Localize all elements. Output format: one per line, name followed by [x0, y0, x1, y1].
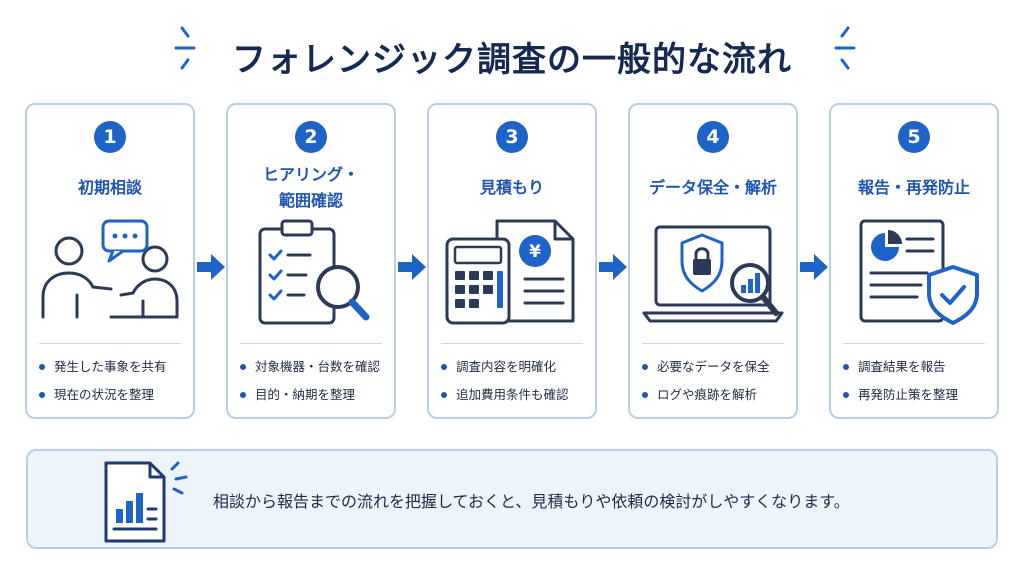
step-bullets: 対象機器・台数を確認 目的・納期を整理 — [240, 353, 390, 409]
step-title: 報告・再発防止 — [857, 178, 970, 197]
step-number: 1 — [94, 121, 126, 153]
document-chart-icon — [104, 461, 188, 543]
title-area: フォレンジック調査の一般的な流れ — [0, 22, 1024, 82]
arrow-right-icon — [398, 254, 426, 280]
bullet-item: 現在の状況を整理 — [39, 381, 189, 409]
step-card-4: 4 データ保全・解析 必要なデータを保全 ログや痕跡を解析 — [628, 103, 798, 419]
summary-note: 相談から報告までの流れを把握しておくと、見積もりや依頼の検討がしやすくなります。 — [26, 449, 998, 549]
step-bullets: 必要なデータを保全 ログや痕跡を解析 — [642, 353, 792, 409]
step-card-5: 5 報告・再発防止 調査結果を報告 再発防止策を整理 — [829, 103, 999, 419]
left-sparkle-icon — [174, 26, 196, 70]
step-card-3: 3 見積もり ¥ 調査内容を明確化 追加費用条件も確認 — [427, 103, 597, 419]
arrow-right-icon — [197, 254, 225, 280]
consultation-people-icon — [41, 219, 179, 319]
bullet-item: 対象機器・台数を確認 — [240, 353, 390, 381]
step-card-1: 1 初期相談 発生した事象を共有 現在の状況を整理 — [25, 103, 195, 419]
bullet-item: 再発防止策を整理 — [843, 381, 993, 409]
bullet-item: 必要なデータを保全 — [642, 353, 792, 381]
bullet-item: 発生した事象を共有 — [39, 353, 189, 381]
bullet-item: 目的・納期を整理 — [240, 381, 390, 409]
card-divider — [441, 343, 583, 344]
report-shield-icon — [859, 219, 979, 325]
bullet-item: 調査内容を明確化 — [441, 353, 591, 381]
process-steps: 1 初期相談 発生した事象を共有 現在の状況を整理 — [25, 103, 999, 419]
clipboard-magnifier-icon — [258, 219, 370, 325]
step-bullets: 調査結果を報告 再発防止策を整理 — [843, 353, 993, 409]
card-divider — [39, 343, 181, 344]
step-number: 2 — [295, 121, 327, 153]
bullet-item: 追加費用条件も確認 — [441, 381, 591, 409]
bullet-item: 調査結果を報告 — [843, 353, 993, 381]
step-number: 3 — [496, 121, 528, 153]
step-bullets: 発生した事象を共有 現在の状況を整理 — [39, 353, 189, 409]
step-title: ヒアリング・ 範囲確認 — [262, 165, 359, 210]
step-number: 5 — [898, 121, 930, 153]
page-title: フォレンジック調査の一般的な流れ — [232, 40, 792, 80]
step-title: 見積もり — [479, 178, 544, 197]
step-title: データ保全・解析 — [648, 178, 777, 197]
right-sparkle-icon — [834, 26, 856, 70]
card-divider — [642, 343, 784, 344]
arrow-right-icon — [599, 254, 627, 280]
calculator-invoice-icon: ¥ — [445, 219, 575, 325]
card-divider — [240, 343, 382, 344]
card-divider — [843, 343, 985, 344]
step-bullets: 調査内容を明確化 追加費用条件も確認 — [441, 353, 591, 409]
note-text: 相談から報告までの流れを把握しておくと、見積もりや依頼の検討がしやすくなります。 — [213, 492, 850, 511]
step-title: 初期相談 — [77, 178, 142, 197]
laptop-shield-analysis-icon — [642, 225, 784, 323]
step-card-2: 2 ヒアリング・ 範囲確認 対象機器・台数を確認 目的・納期を整理 — [226, 103, 396, 419]
svg-text:¥: ¥ — [529, 242, 541, 262]
step-number: 4 — [697, 121, 729, 153]
arrow-right-icon — [800, 254, 828, 280]
bullet-item: ログや痕跡を解析 — [642, 381, 792, 409]
